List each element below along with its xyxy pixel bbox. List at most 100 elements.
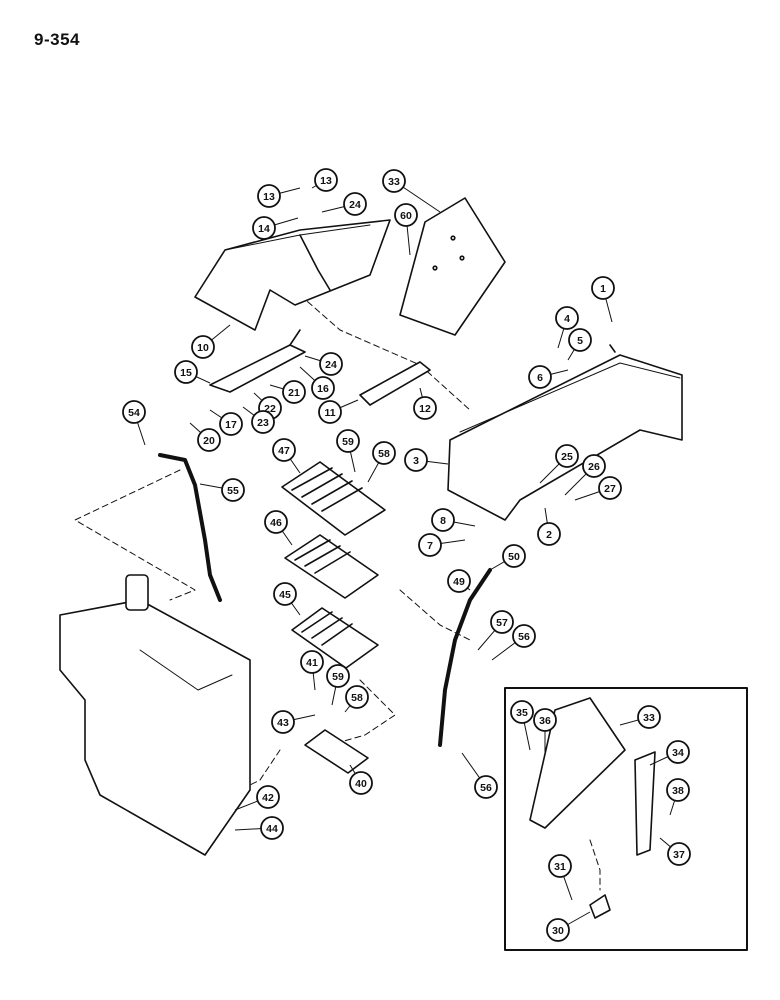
callout-label: 49 <box>453 576 465 588</box>
callout-27: 27 <box>574 476 622 501</box>
callout-circle <box>257 184 281 208</box>
callout-3: 3 <box>404 448 449 472</box>
callout-label: 31 <box>554 861 566 873</box>
callout-38: 38 <box>666 778 690 816</box>
callout-circle <box>382 169 406 193</box>
callout-circle <box>537 522 561 546</box>
callout-circle <box>271 710 295 734</box>
callout-label: 14 <box>258 223 270 235</box>
callout-label: 37 <box>673 849 685 861</box>
callout-label: 10 <box>197 342 209 354</box>
callout-circle <box>319 352 343 376</box>
callout-label: 50 <box>508 551 520 563</box>
callout-label: 34 <box>672 747 684 759</box>
step-40-part <box>304 729 369 774</box>
callout-label: 41 <box>306 657 318 669</box>
side-panel-part <box>399 197 506 336</box>
callout-8: 8 <box>431 508 476 532</box>
callout-circle <box>598 476 622 500</box>
callout-label: 12 <box>419 403 431 415</box>
callout-circle <box>272 438 296 462</box>
callout-circle <box>251 410 275 434</box>
step-45-part <box>291 607 379 669</box>
callout-label: 45 <box>279 589 291 601</box>
callout-circle <box>528 365 552 389</box>
callout-circle <box>418 533 442 557</box>
callout-12: 12 <box>413 387 437 420</box>
callout-58: 58 <box>344 685 369 713</box>
callout-circle <box>667 842 691 866</box>
callout-37: 37 <box>659 837 691 866</box>
callout-label: 58 <box>378 448 390 460</box>
inset-bracket-part <box>634 751 656 856</box>
step-46-part <box>284 534 379 599</box>
callout-circle <box>568 328 592 352</box>
callout-label: 43 <box>277 717 289 729</box>
callout-59: 59 <box>336 429 360 473</box>
callout-label: 24 <box>349 199 361 211</box>
callout-label: 44 <box>266 823 278 835</box>
callout-6: 6 <box>528 365 569 389</box>
callout-label: 55 <box>227 485 239 497</box>
callout-label: 8 <box>440 515 446 527</box>
callout-circle <box>512 624 536 648</box>
upper-cowl-part <box>194 219 391 331</box>
callout-circle <box>447 569 471 593</box>
callout-label: 59 <box>342 436 354 448</box>
callout-24: 24 <box>321 192 367 216</box>
callout-label: 11 <box>324 407 335 419</box>
callout-circle <box>122 400 146 424</box>
callout-59: 59 <box>326 664 350 706</box>
callout-circle <box>474 775 498 799</box>
callout-20: 20 <box>189 422 221 452</box>
callout-label: 47 <box>278 445 290 457</box>
callout-49: 49 <box>447 569 471 593</box>
callout-56: 56 <box>461 752 498 799</box>
callout-57: 57 <box>477 610 514 651</box>
callout-label: 2 <box>546 529 552 541</box>
callout-60: 60 <box>394 203 418 256</box>
callout-34: 34 <box>649 740 690 766</box>
callout-circle <box>264 510 288 534</box>
callout-label: 15 <box>180 367 192 379</box>
cowl-bracket-part <box>209 329 306 393</box>
callout-circle <box>314 168 338 192</box>
callout-44: 44 <box>234 816 284 840</box>
callout-label: 5 <box>577 335 583 347</box>
callout-circle <box>637 705 661 729</box>
callout-47: 47 <box>272 438 301 474</box>
callout-7: 7 <box>418 533 466 557</box>
callout-35: 35 <box>510 700 534 751</box>
callout-55: 55 <box>199 478 245 502</box>
callout-43: 43 <box>271 710 316 734</box>
callout-circle <box>300 650 324 674</box>
callout-46: 46 <box>264 510 293 546</box>
callout-circle <box>555 306 579 330</box>
callout-56: 56 <box>491 624 536 661</box>
callout-circle <box>343 192 367 216</box>
callout-circle <box>533 708 557 732</box>
callout-label: 60 <box>400 210 412 222</box>
callout-label: 30 <box>552 925 564 937</box>
callout-label: 46 <box>270 517 282 529</box>
callout-circle <box>404 448 428 472</box>
callout-circle <box>510 700 534 724</box>
channel-bracket-part <box>359 361 431 406</box>
callout-50: 50 <box>489 544 526 571</box>
callout-23: 23 <box>242 406 275 434</box>
callout-33: 33 <box>382 169 441 213</box>
callout-26: 26 <box>564 454 606 496</box>
callout-30: 30 <box>546 911 591 942</box>
callout-circle <box>252 216 276 240</box>
callout-label: 33 <box>388 176 400 188</box>
callout-label: 56 <box>518 631 530 643</box>
callout-label: 1 <box>600 283 606 295</box>
callout-label: 24 <box>325 359 337 371</box>
page-number: 9-354 <box>34 30 80 49</box>
callout-40: 40 <box>349 764 373 795</box>
callout-label: 54 <box>128 407 140 419</box>
callout-10: 10 <box>191 324 231 359</box>
callout-16: 16 <box>299 366 335 400</box>
callout-circle <box>548 854 572 878</box>
